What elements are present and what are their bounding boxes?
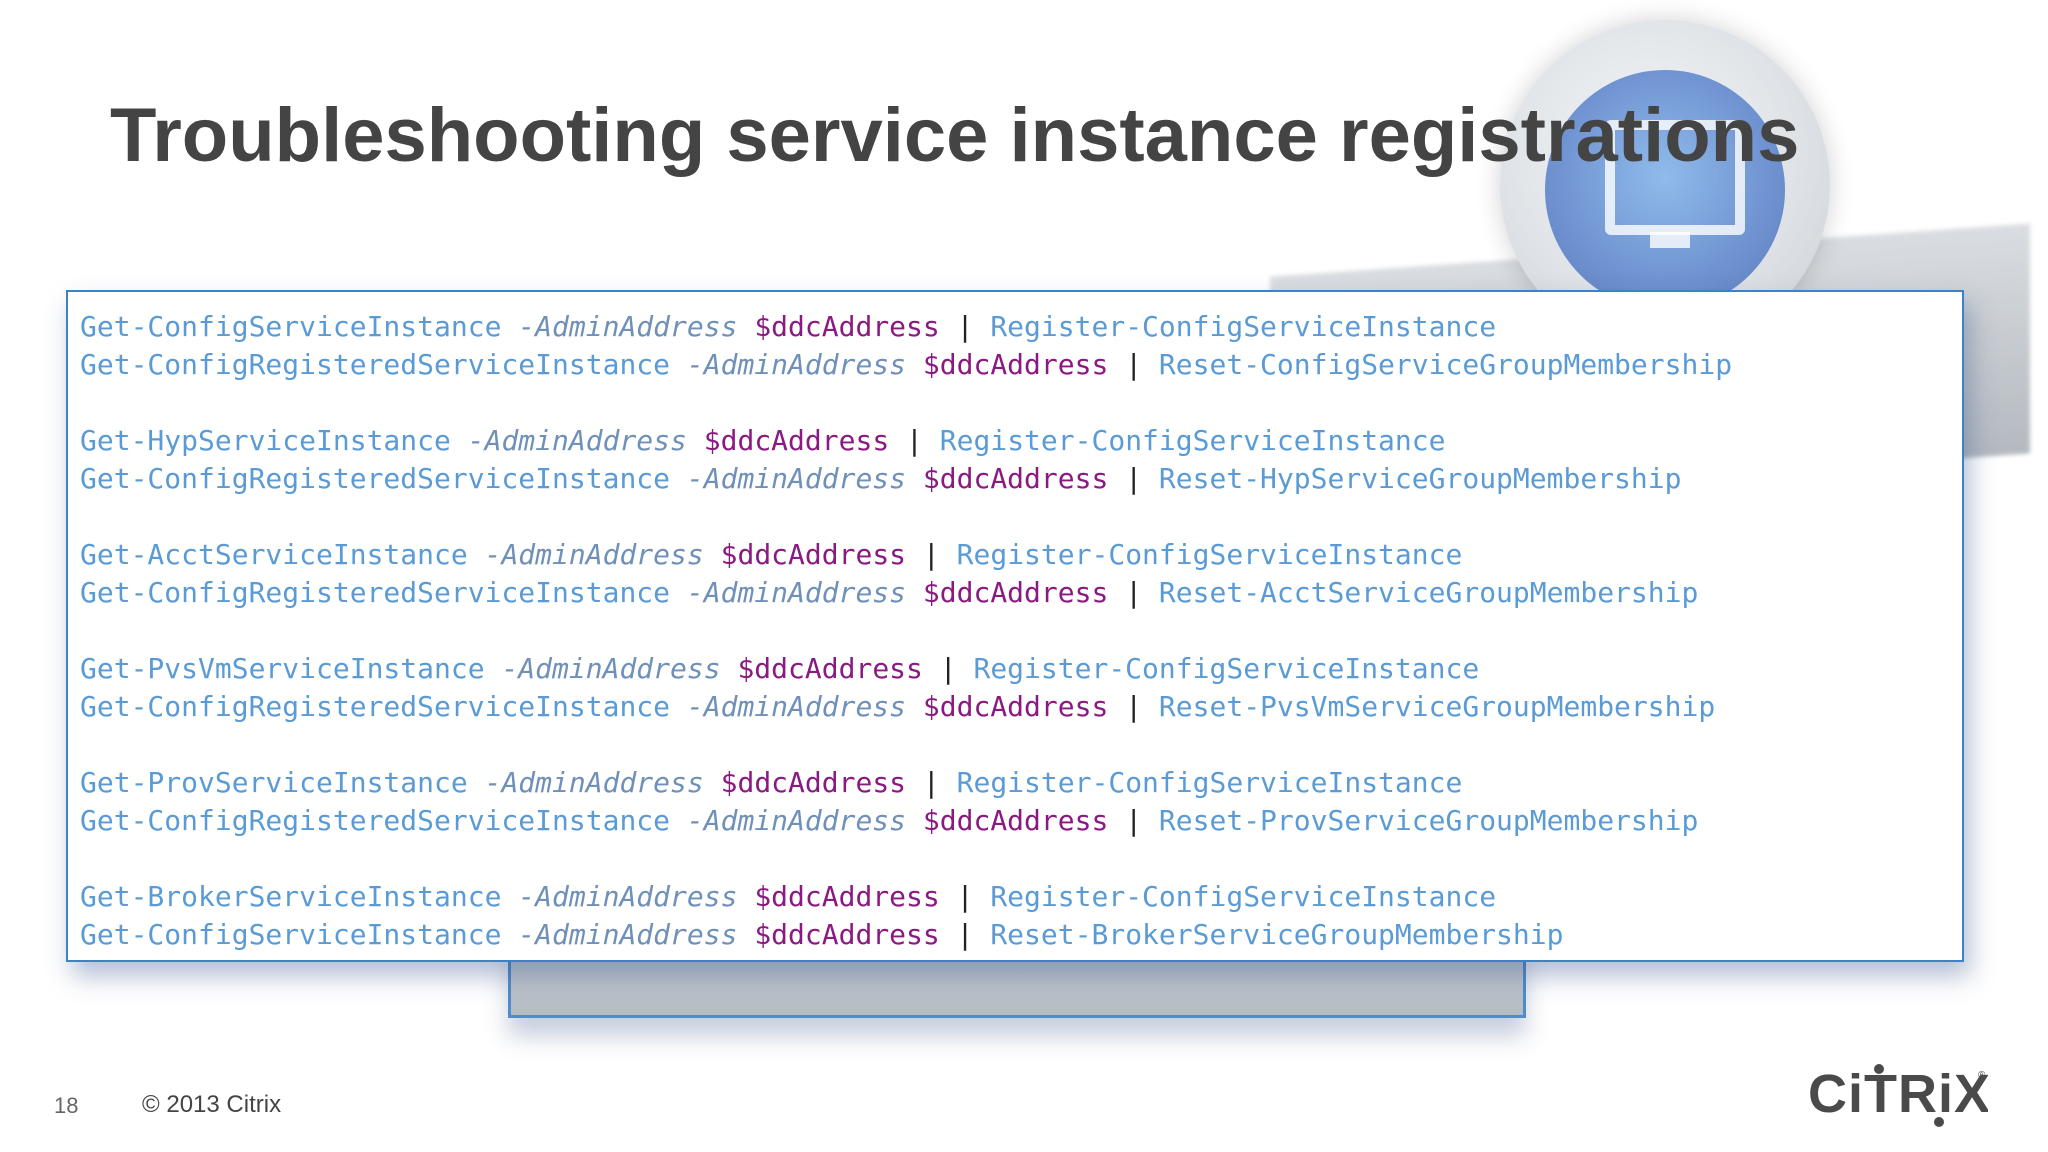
variable-name: $ddcAddress	[754, 880, 940, 913]
pipe-symbol: |	[906, 424, 923, 457]
parameter-name: -AdminAddress	[686, 690, 907, 723]
code-line: Get-ConfigRegisteredServiceInstance -Adm…	[80, 460, 1950, 498]
pipeline-target: Register-ConfigServiceInstance	[939, 424, 1446, 457]
pipe-symbol: |	[939, 652, 957, 685]
variable-name: $ddcAddress	[922, 576, 1109, 609]
blank-line	[80, 498, 1950, 536]
code-line: Get-ConfigRegisteredServiceInstance -Adm…	[80, 574, 1950, 612]
parameter-name: -AdminAddress	[686, 462, 907, 495]
parameter-name: -AdminAddress	[686, 576, 907, 609]
cmdlet-name: Get-ProvServiceInstance	[80, 766, 468, 799]
code-line: Get-ConfigRegisteredServiceInstance -Adm…	[80, 346, 1950, 384]
parameter-name: -AdminAddress	[484, 538, 704, 571]
variable-name: $ddcAddress	[703, 424, 890, 457]
variable-name: $ddcAddress	[922, 348, 1109, 381]
citrix-logo: CiTRiX ®	[1808, 1064, 1988, 1127]
svg-text:®: ®	[1978, 1070, 1986, 1081]
cmdlet-name: Get-PvsVmServiceInstance	[80, 652, 485, 685]
monitor-icon	[1605, 120, 1745, 235]
cmdlet-name: Get-HypServiceInstance	[80, 424, 451, 457]
parameter-name: -AdminAddress	[518, 880, 738, 913]
pipeline-target: Register-ConfigServiceInstance	[990, 310, 1497, 343]
cmdlet-name: Get-ConfigRegisteredServiceInstance	[80, 804, 671, 837]
parameter-name: -AdminAddress	[467, 424, 687, 457]
cmdlet-name: Get-ConfigServiceInstance	[80, 310, 502, 343]
pipe-symbol: |	[922, 766, 940, 799]
blank-line	[80, 726, 1950, 764]
variable-name: $ddcAddress	[922, 462, 1109, 495]
pipe-symbol: |	[922, 538, 940, 571]
variable-name: $ddcAddress	[922, 804, 1109, 837]
code-line: Get-HypServiceInstance -AdminAddress $dd…	[80, 422, 1950, 460]
variable-name: $ddcAddress	[922, 690, 1109, 723]
code-line: Get-BrokerServiceInstance -AdminAddress …	[80, 878, 1950, 916]
code-line: Get-ConfigRegisteredServiceInstance -Adm…	[80, 802, 1950, 840]
pipe-symbol: |	[1125, 462, 1143, 495]
pipeline-target: Register-ConfigServiceInstance	[973, 652, 1480, 685]
code-line: Get-ConfigRegisteredServiceInstance -Adm…	[80, 688, 1950, 726]
pipeline-target: Reset-ProvServiceGroupMembership	[1158, 804, 1699, 837]
pipeline-target: Register-ConfigServiceInstance	[956, 538, 1463, 571]
variable-name: $ddcAddress	[754, 310, 940, 343]
cmdlet-name: Get-ConfigRegisteredServiceInstance	[80, 462, 671, 495]
parameter-name: -AdminAddress	[501, 652, 721, 685]
cmdlet-name: Get-ConfigRegisteredServiceInstance	[80, 348, 671, 381]
pipeline-target: Reset-AcctServiceGroupMembership	[1158, 576, 1699, 609]
pipe-symbol: |	[1125, 690, 1143, 723]
parameter-name: -AdminAddress	[686, 804, 907, 837]
pipe-symbol: |	[1125, 348, 1143, 381]
pipe-symbol: |	[956, 880, 974, 913]
variable-name: $ddcAddress	[754, 918, 940, 951]
pipe-symbol: |	[1125, 576, 1143, 609]
monitor-stand-icon	[1650, 232, 1690, 248]
cmdlet-name: Get-ConfigServiceInstance	[80, 918, 502, 951]
variable-name: $ddcAddress	[720, 766, 907, 799]
svg-text:CiTRiX: CiTRiX	[1808, 1064, 1988, 1124]
parameter-name: -AdminAddress	[686, 348, 907, 381]
code-panel: Get-ConfigServiceInstance -AdminAddress …	[66, 290, 1964, 962]
pipeline-target: Reset-PvsVmServiceGroupMembership	[1158, 690, 1716, 723]
variable-name: $ddcAddress	[720, 538, 907, 571]
pipeline-target: Register-ConfigServiceInstance	[956, 766, 1463, 799]
cmdlet-name: Get-AcctServiceInstance	[80, 538, 468, 571]
page-title: Troubleshooting service instance registr…	[110, 93, 1800, 178]
parameter-name: -AdminAddress	[518, 918, 738, 951]
parameter-name: -AdminAddress	[518, 310, 738, 343]
blank-line	[80, 384, 1950, 422]
copyright-text: © 2013 Citrix	[142, 1091, 282, 1118]
variable-name: $ddcAddress	[737, 652, 923, 685]
parameter-name: -AdminAddress	[484, 766, 704, 799]
code-line: Get-AcctServiceInstance -AdminAddress $d…	[80, 536, 1950, 574]
blank-line	[80, 840, 1950, 878]
page-number: 18	[54, 1093, 79, 1118]
blank-line	[80, 612, 1950, 650]
cmdlet-name: Get-BrokerServiceInstance	[80, 880, 502, 913]
pipe-symbol: |	[956, 918, 974, 951]
pipeline-target: Register-ConfigServiceInstance	[990, 880, 1497, 913]
pipeline-target: Reset-ConfigServiceGroupMembership	[1158, 348, 1733, 381]
code-line: Get-ConfigServiceInstance -AdminAddress …	[80, 308, 1950, 346]
pipeline-target: Reset-BrokerServiceGroupMembership	[990, 918, 1564, 951]
code-line: Get-ConfigServiceInstance -AdminAddress …	[80, 916, 1950, 954]
pipe-symbol: |	[1125, 804, 1143, 837]
pipe-symbol: |	[956, 310, 974, 343]
cmdlet-name: Get-ConfigRegisteredServiceInstance	[80, 690, 671, 723]
code-line: Get-ProvServiceInstance -AdminAddress $d…	[80, 764, 1950, 802]
background-desktop-icon	[1545, 70, 1785, 310]
pipeline-target: Reset-HypServiceGroupMembership	[1158, 462, 1682, 495]
code-line: Get-PvsVmServiceInstance -AdminAddress $…	[80, 650, 1950, 688]
cmdlet-name: Get-ConfigRegisteredServiceInstance	[80, 576, 671, 609]
